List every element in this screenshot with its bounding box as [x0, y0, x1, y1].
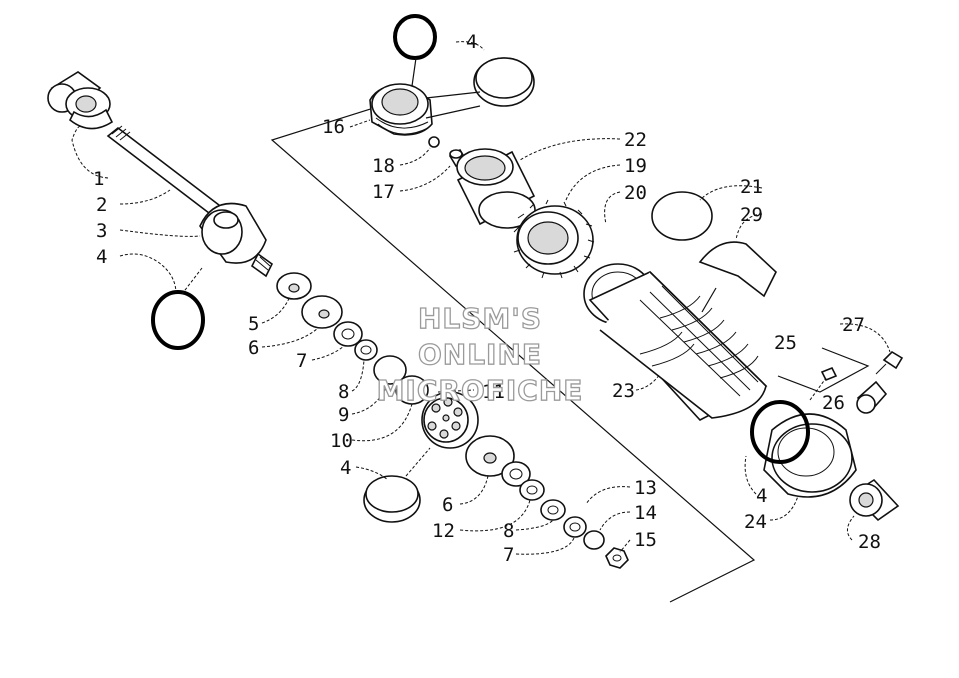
- watermark: HLSM'S ONLINE MICROFICHE: [376, 301, 584, 407]
- callout-20: 20: [624, 182, 647, 204]
- part-1-bushing: [47, 71, 114, 130]
- callout-2: 2: [96, 194, 107, 216]
- callout-8-left: 8: [338, 381, 349, 403]
- callout-5: 5: [248, 313, 259, 335]
- part-4-band-lower: [363, 475, 421, 523]
- part-19-adjuster: [513, 199, 595, 279]
- part-4-oring-right: [750, 400, 810, 464]
- part-11-piston: [421, 391, 479, 449]
- solid-leaders: [411, 57, 717, 313]
- part-22-sleeve: [456, 148, 536, 229]
- callout-8-right: 8: [503, 520, 514, 542]
- washer-stack-left: [276, 272, 429, 405]
- callout-16: 16: [322, 116, 345, 138]
- callout-24: 24: [744, 511, 767, 533]
- callout-17: 17: [372, 181, 395, 203]
- callout-10: 10: [330, 430, 353, 452]
- callout-9: 9: [338, 404, 349, 426]
- part-18-oring-small: [428, 136, 440, 148]
- callout-28: 28: [858, 531, 881, 553]
- callout-27: 27: [842, 314, 865, 336]
- assembly-bracket: [270, 94, 756, 603]
- callout-7-left: 7: [296, 350, 307, 372]
- callout-12: 12: [432, 520, 455, 542]
- callout-4-right: 4: [756, 485, 767, 507]
- part-16-cap: [369, 83, 433, 136]
- callout-19: 19: [624, 155, 647, 177]
- callout-1: 1: [93, 168, 104, 190]
- watermark-line-2: ONLINE: [418, 338, 542, 371]
- callout-6-left: 6: [248, 337, 259, 359]
- part-4-oring-left: [151, 290, 205, 350]
- part-28-bushing: [849, 478, 900, 522]
- part-24-eyelet: [763, 413, 857, 498]
- part-23-cylinder: [588, 271, 768, 421]
- callout-18: 18: [372, 155, 395, 177]
- callout-4-top: 4: [466, 31, 477, 53]
- leader-lines: [71, 41, 891, 555]
- callout-22: 22: [624, 129, 647, 151]
- part-9-washer: [373, 355, 407, 385]
- callout-7-right: 7: [503, 544, 514, 566]
- callout-labels: 1 2 3 4 4 4 4 5 6 6 7 7 8 8 9 10 11 12 1…: [93, 31, 881, 566]
- part-4-band-top: [473, 57, 535, 107]
- callout-29: 29: [740, 204, 763, 226]
- watermark-line-3: MICROFICHE: [377, 374, 584, 407]
- callout-13: 13: [634, 477, 657, 499]
- part-8-washer: [354, 339, 378, 361]
- callout-4-left: 4: [96, 246, 107, 268]
- part-4-oring-top: [393, 14, 437, 60]
- callout-6-right: 6: [442, 494, 453, 516]
- washer-stack-right: [465, 435, 629, 569]
- part-26-valve: [820, 366, 888, 414]
- callout-15: 15: [634, 529, 657, 551]
- callout-11: 11: [482, 381, 505, 403]
- callout-25: 25: [774, 332, 797, 354]
- part-7-washer: [333, 321, 363, 347]
- callout-26: 26: [822, 392, 845, 414]
- callout-4-lower: 4: [340, 457, 351, 479]
- callout-14: 14: [634, 502, 657, 524]
- callout-23: 23: [612, 380, 635, 402]
- watermark-line-1: HLSM'S: [418, 302, 542, 335]
- callout-3: 3: [96, 220, 107, 242]
- callout-21: 21: [740, 176, 763, 198]
- part-3-body: [199, 202, 274, 278]
- part-15-nut: [605, 547, 629, 569]
- part-21-disc: [651, 191, 713, 241]
- part-27-screw: [875, 350, 904, 375]
- part-25-bracket: [777, 347, 870, 393]
- part-29-decal: [698, 241, 777, 298]
